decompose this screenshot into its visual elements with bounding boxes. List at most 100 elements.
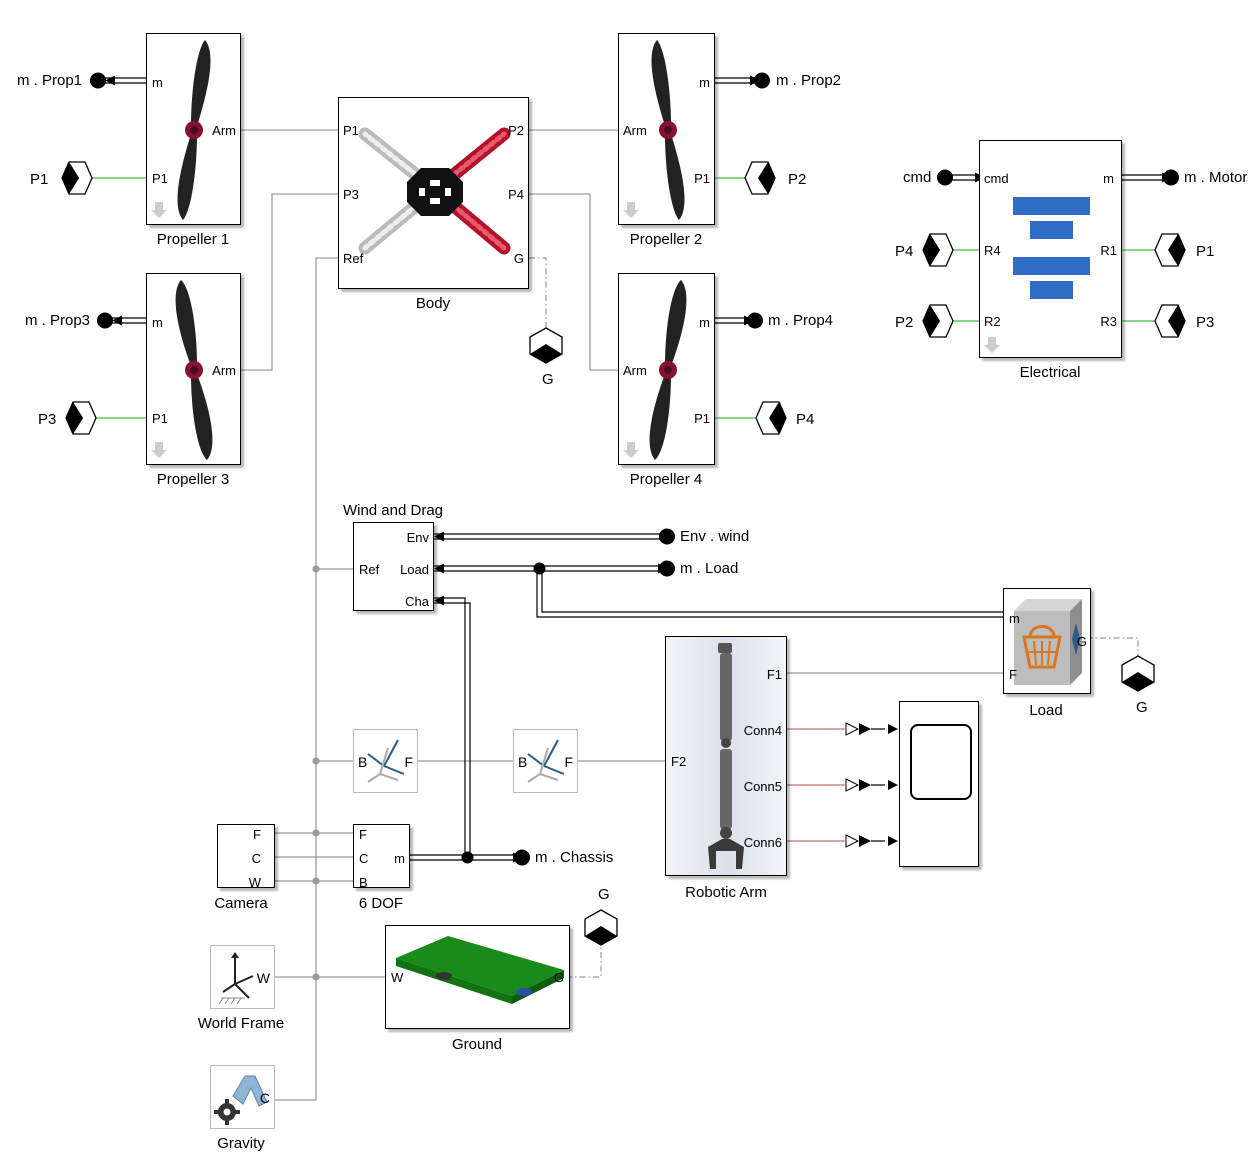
- six-dof-caption: 6 DOF: [358, 895, 404, 912]
- port-m: m: [699, 75, 710, 90]
- port-f: F: [253, 827, 261, 842]
- electrical-connections: [92, 177, 1155, 419]
- port-conn5: Conn5: [743, 779, 782, 794]
- body-caption: Body: [415, 295, 451, 312]
- port-f2: F2: [671, 754, 687, 769]
- junction-dots: [312, 565, 320, 981]
- port-c: C: [259, 1090, 270, 1106]
- port-m: m: [1103, 171, 1114, 186]
- signal-m-prop1: m . Prop1: [17, 72, 83, 89]
- six-dof-block[interactable]: F C B m: [353, 824, 410, 889]
- port-p1: P1: [343, 123, 359, 138]
- gravity-icon: [214, 1075, 268, 1125]
- port-p1: P1: [694, 411, 710, 426]
- electrical-block[interactable]: cmd m R4 R1 R2 R3: [979, 140, 1122, 358]
- port-b: B: [518, 754, 528, 770]
- port-arm: Arm: [212, 363, 236, 378]
- signal-cmd: cmd: [903, 169, 932, 186]
- body-block[interactable]: P1 P2 P3 P4 Ref G: [338, 97, 529, 289]
- robotic-arm-block[interactable]: F1 F2 Conn4 Conn5 Conn6: [665, 636, 787, 876]
- ground-block[interactable]: W G: [385, 925, 570, 1029]
- world-frame-block[interactable]: W: [210, 945, 275, 1009]
- port-p1: P1: [694, 171, 710, 186]
- propeller3-caption: Propeller 3: [156, 471, 230, 488]
- port-g: G: [1076, 634, 1087, 649]
- scope-screen-icon: [910, 724, 972, 800]
- port-c: C: [359, 851, 369, 866]
- port-cmd: cmd: [984, 171, 1009, 186]
- port-w: W: [256, 970, 270, 986]
- conn-p4-right: P4: [796, 411, 815, 428]
- scope-block[interactable]: [899, 701, 979, 867]
- port-arm: Arm: [623, 123, 647, 138]
- load-block[interactable]: m F G: [1003, 588, 1091, 694]
- port-c: C: [251, 851, 261, 866]
- port-conn6: Conn6: [743, 835, 782, 850]
- port-p1: P1: [152, 171, 168, 186]
- conn-p4-left: P4: [895, 243, 914, 260]
- camera-caption: Camera: [214, 895, 268, 912]
- conn-p2-right: P2: [788, 171, 807, 188]
- physical-connections: [240, 129, 1003, 1101]
- propeller-icon: [623, 280, 687, 460]
- propeller-icon: [151, 280, 213, 460]
- conn-p1-right: P1: [1196, 243, 1215, 260]
- gravity-connections: [529, 257, 1139, 978]
- frame-transform-icon: [527, 739, 565, 783]
- robotic-arm-icon: [708, 643, 744, 869]
- port-f: F: [1009, 667, 1017, 682]
- port-arm: Arm: [212, 123, 236, 138]
- signal-m-prop2: m . Prop2: [776, 72, 842, 89]
- signal-m-load: m . Load: [680, 560, 739, 577]
- world-frame-caption: World Frame: [197, 1015, 285, 1032]
- port-env: Env: [406, 530, 429, 545]
- conn-p1-left: P1: [30, 171, 49, 188]
- conn-g-body: G: [542, 371, 554, 388]
- conn-p2-left: P2: [895, 314, 914, 331]
- electrical-caption: Electrical: [1019, 364, 1081, 381]
- propeller2-block[interactable]: m Arm P1: [618, 33, 715, 225]
- payload-basket-icon: [1014, 599, 1082, 685]
- conn-g-load: G: [1136, 699, 1148, 716]
- port-p2: P2: [508, 123, 524, 138]
- port-load: Load: [400, 562, 429, 577]
- port-r4: R4: [984, 243, 1001, 258]
- load-caption: Load: [1029, 702, 1063, 719]
- signal-m-prop3: m . Prop3: [25, 312, 91, 329]
- port-w: W: [248, 875, 261, 890]
- bus-nodes: [90, 72, 1179, 866]
- port-f: F: [404, 754, 413, 770]
- frame-transform-icon: [367, 739, 405, 783]
- propeller4-block[interactable]: m Arm P1: [618, 273, 715, 465]
- port-m: m: [152, 75, 163, 90]
- port-m: m: [699, 315, 710, 330]
- port-conn4: Conn4: [743, 723, 782, 738]
- gravity-block[interactable]: C: [210, 1065, 275, 1129]
- port-f1: F1: [766, 667, 782, 682]
- propeller-icon: [151, 40, 211, 220]
- propeller1-block[interactable]: m Arm P1: [146, 33, 241, 225]
- port-cha: Cha: [405, 594, 429, 609]
- conn-p3-left: P3: [38, 411, 57, 428]
- ground-caption: Ground: [451, 1036, 503, 1053]
- port-p4: P4: [508, 187, 524, 202]
- wind-drag-caption: Wind and Drag: [342, 502, 444, 519]
- robotic-arm-caption: Robotic Arm: [685, 884, 767, 901]
- signal-m-chassis: m . Chassis: [535, 849, 614, 866]
- camera-block[interactable]: F C W: [217, 824, 275, 890]
- propeller4-caption: Propeller 4: [629, 471, 703, 488]
- propeller-icon: [623, 40, 685, 220]
- battery-icon: [984, 197, 1090, 353]
- transform1-block[interactable]: B F: [353, 729, 418, 793]
- transform2-block[interactable]: B F: [513, 729, 578, 793]
- conn-p3-right: P3: [1196, 314, 1215, 331]
- signal-m-prop4: m . Prop4: [768, 312, 834, 329]
- wind-drag-block[interactable]: Env Ref Load Cha: [353, 522, 434, 611]
- port-w: W: [391, 970, 404, 985]
- port-g: G: [513, 251, 524, 266]
- propeller3-block[interactable]: m Arm P1: [146, 273, 241, 465]
- port-f: F: [359, 827, 367, 842]
- quadcopter-frame-icon: [358, 127, 511, 255]
- port-f: F: [564, 754, 573, 770]
